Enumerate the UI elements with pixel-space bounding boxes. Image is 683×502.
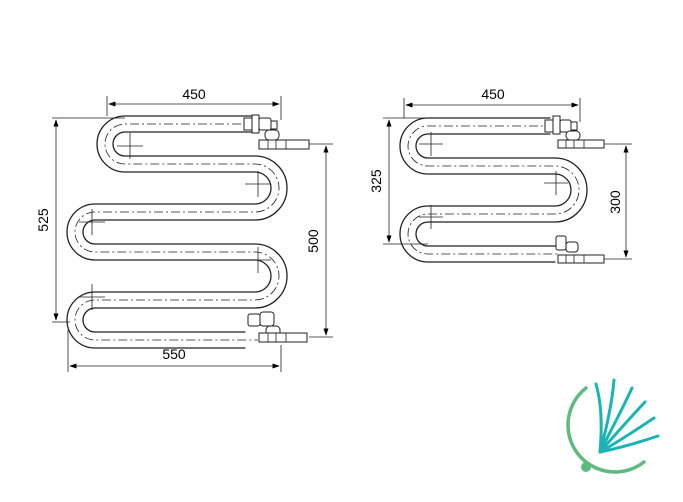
rail-left-dim-bottom: 550 — [67, 330, 282, 372]
rail-right-dim-left-label: 325 — [368, 169, 384, 193]
logo-dot — [581, 462, 591, 472]
rail-left-dim-top-label: 450 — [182, 86, 206, 102]
rail-left-dim-bottom-label: 550 — [162, 346, 186, 362]
logo-teal-rays — [594, 378, 660, 454]
rail-left-tube-outer — [66, 115, 272, 349]
rail-left-bottom-fitting — [247, 311, 308, 343]
rail-left-cross-markers — [79, 133, 271, 310]
rail-right-tube-outer — [399, 117, 572, 263]
rail-right-tube-inner — [415, 133, 588, 247]
rail-left-top-fitting — [243, 114, 310, 150]
rail-right-bottom-fitting — [555, 235, 605, 264]
rail-left-dim-left: 525 — [35, 117, 125, 323]
rail-right-dim-top-label: 450 — [481, 86, 505, 102]
rail-left-dim-right-label: 500 — [305, 229, 321, 253]
brand-logo — [566, 378, 660, 474]
logo-green-arc — [566, 386, 646, 474]
rail-left-dim-left-label: 525 — [35, 208, 51, 232]
rail-right-cross-markers — [419, 132, 568, 229]
rail-right-dim-right: 300 — [604, 143, 632, 260]
rail-left-dim-top: 450 — [106, 86, 282, 120]
towel-rail-left: 450 550 525 500 — [35, 86, 333, 372]
rail-right-centerline — [407, 125, 580, 255]
rail-right-dim-right-label: 300 — [607, 190, 623, 214]
rail-right-top-fitting — [544, 115, 605, 149]
rail-right-dim-left: 325 — [368, 117, 428, 245]
rail-right-dim-top: 450 — [403, 86, 581, 122]
rail-left-dim-right: 500 — [305, 143, 333, 338]
rail-left-tube-inner — [82, 131, 288, 333]
rail-left-centerline — [74, 123, 280, 341]
towel-rail-right: 450 325 300 — [368, 86, 632, 264]
